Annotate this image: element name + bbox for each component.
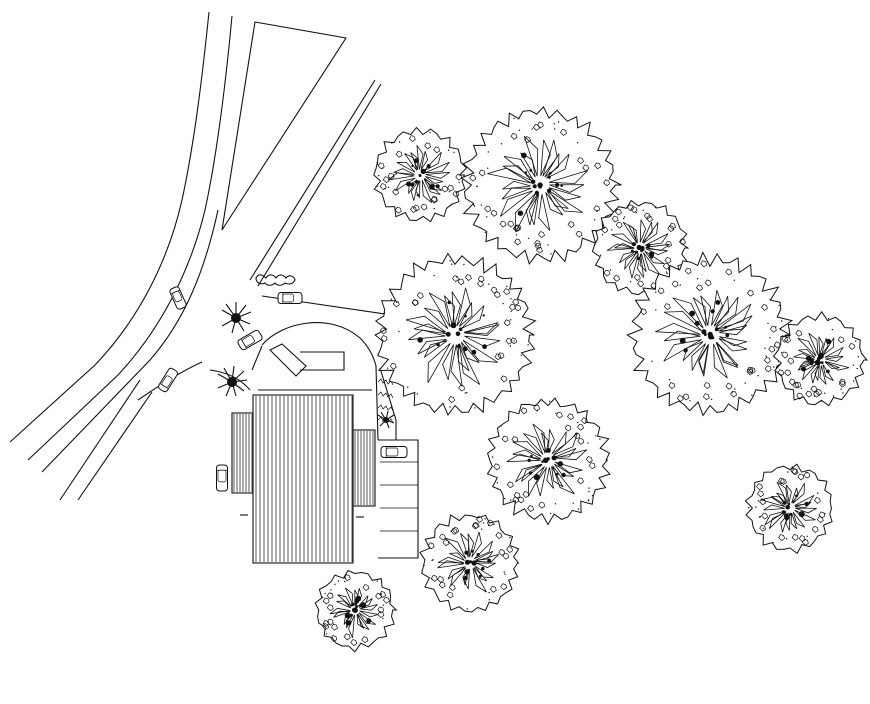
roof-hatch	[255, 396, 353, 562]
car-icon	[277, 292, 303, 304]
main-building	[231, 394, 376, 564]
tree-canopy-icon	[314, 569, 398, 653]
car-icon	[169, 286, 187, 310]
side-hatch	[233, 414, 374, 505]
roadside-shrubs	[255, 274, 296, 286]
palm-icon	[377, 410, 395, 429]
car-icon	[237, 329, 263, 351]
tree-canopy-icon	[373, 126, 468, 223]
palm-icon	[221, 302, 252, 334]
tree-canopy-icon	[486, 397, 611, 526]
tree-canopy-icon	[626, 251, 794, 417]
car-icon	[216, 464, 228, 492]
palms	[217, 302, 395, 429]
cars	[158, 286, 408, 492]
trees	[314, 106, 869, 653]
parking-lot	[377, 378, 419, 559]
palm-icon	[217, 365, 248, 397]
hedge	[377, 378, 394, 424]
tree-canopy-icon	[744, 463, 833, 555]
tree-canopy-icon	[419, 514, 520, 613]
car-icon	[158, 367, 178, 393]
tree-canopy-icon	[591, 199, 690, 297]
car-icon	[380, 446, 408, 458]
tree-canopy-icon	[460, 106, 622, 265]
tree-canopy-icon	[374, 252, 537, 417]
road	[9, 11, 382, 501]
tree-canopy-icon	[772, 310, 869, 407]
